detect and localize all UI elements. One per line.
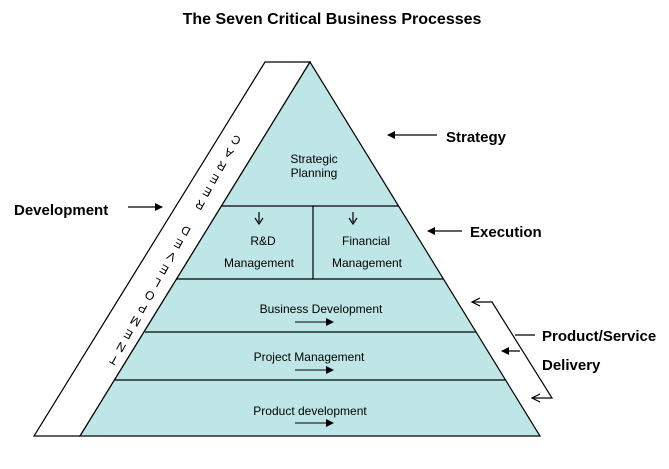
down-arrow-icon — [348, 212, 358, 226]
diagram-title: The Seven Critical Business Processes — [183, 11, 482, 28]
financial-management-label-2: Management — [332, 256, 403, 270]
development-label: Development — [14, 202, 108, 219]
project-management-label: Project Management — [254, 350, 365, 364]
down-arrow-icon — [254, 212, 264, 226]
delivery-bracket — [470, 297, 554, 403]
delivery-label: Delivery — [542, 357, 601, 374]
rd-management-label-2: Management — [224, 256, 295, 270]
business-development-label: Business Development — [260, 302, 383, 316]
pyramid-body — [78, 60, 542, 437]
strategy-label: Strategy — [446, 129, 507, 146]
rd-management-label-1: R&D — [250, 234, 276, 248]
strategic-planning-label-2: Planning — [291, 166, 338, 180]
strategic-planning-label-1: Strategic — [290, 152, 337, 166]
execution-label: Execution — [470, 224, 542, 241]
product-development-label: Product development — [253, 404, 367, 418]
product-service-label: Product/Service — [542, 328, 656, 345]
financial-management-label-1: Financial — [342, 234, 390, 248]
